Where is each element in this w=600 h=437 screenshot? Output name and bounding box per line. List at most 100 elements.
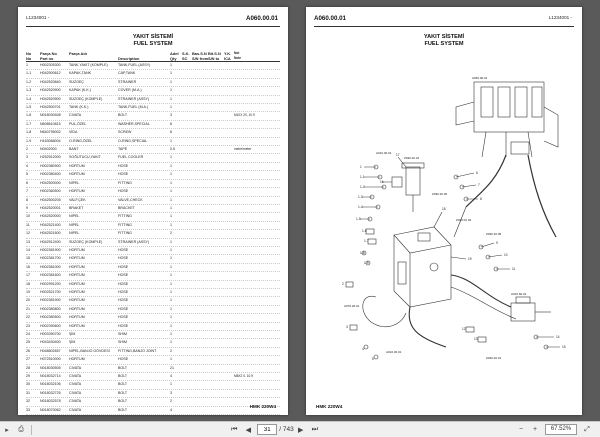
table-cell: H042521600 — [40, 231, 61, 236]
zoom-level[interactable]: 67.52% — [545, 424, 577, 435]
table-cell — [182, 96, 192, 103]
select-icon[interactable]: ▸ — [5, 426, 9, 434]
callout-label: Z030.02.03 — [456, 218, 472, 222]
table-cell: H042500612 — [40, 71, 61, 76]
table-cell: HOSE — [118, 273, 129, 278]
table-cell: H002381900 — [40, 247, 61, 252]
table-cell — [224, 339, 234, 346]
table-cell: 25 — [26, 340, 30, 345]
table-cell — [192, 138, 208, 145]
table-cell: N018032578 — [40, 399, 61, 404]
table-cell: CIVATA — [69, 365, 82, 370]
table-cell — [208, 154, 224, 161]
table-cell: H002521700 — [40, 289, 61, 294]
callout-label: A010.60.01 — [511, 292, 527, 296]
table-cell — [182, 62, 192, 69]
prev-page-icon[interactable]: ◀ — [245, 426, 251, 434]
table-cell — [182, 121, 192, 128]
table-cell: 21 — [170, 365, 174, 370]
item-number-label: 9 — [496, 241, 498, 245]
table-cell — [208, 121, 224, 128]
table-cell — [208, 281, 224, 288]
first-page-icon[interactable]: ⏮ — [231, 425, 238, 433]
zoom-in-icon[interactable]: + — [532, 426, 538, 433]
table-cell — [234, 272, 280, 279]
table-cell: 21 — [26, 306, 30, 311]
page-number-input[interactable] — [257, 424, 278, 435]
table-cell: 1 — [170, 197, 172, 202]
table-cell: 1 — [170, 79, 172, 84]
table-cell: 1 — [170, 306, 172, 311]
table-cell: 29 — [26, 374, 30, 379]
table-cell: TANK,YAKIT (KOMPLE) — [69, 63, 108, 67]
right-page: A060.00.01 L1234001 - YAKIT SİSTEMİ FUEL… — [306, 7, 582, 415]
table-cell — [224, 163, 234, 170]
table-cell: BOLT — [118, 399, 128, 404]
table-cell — [192, 247, 208, 254]
table-cell — [208, 264, 224, 271]
table-cell — [234, 356, 280, 363]
zoom-out-icon[interactable]: − — [518, 426, 524, 433]
table-cell: H002381900 — [40, 298, 61, 303]
item-number-label: 14 — [556, 335, 560, 339]
table-cell — [182, 197, 192, 204]
table-cell: H002380500 — [40, 315, 61, 320]
table-cell: SÜZGEÇ (KOMPLE) — [69, 96, 103, 101]
column-header: Description — [118, 56, 140, 61]
fit-icon[interactable]: ⤢ — [584, 425, 590, 433]
print-icon[interactable]: ⎙ — [18, 425, 24, 433]
item-number-label: 16 — [380, 180, 384, 184]
table-cell: 1 — [170, 180, 172, 185]
table-cell — [224, 205, 234, 212]
column-header: ICA — [224, 56, 231, 61]
table-cell — [182, 373, 192, 380]
strainer-drawing — [510, 296, 551, 322]
table-cell — [224, 213, 234, 220]
last-page-icon[interactable]: ⏭ — [311, 425, 318, 433]
table-cell — [182, 138, 192, 145]
next-page-icon[interactable]: ▶ — [298, 426, 304, 434]
table-cell — [192, 230, 208, 237]
table-cell: HOSE — [118, 306, 129, 311]
table-cell: ŞİM — [69, 332, 76, 336]
table-cell — [224, 104, 234, 111]
table-cell — [192, 112, 208, 119]
fuel-tank-drawing — [393, 226, 452, 308]
callout-label: A060.00.01 — [472, 76, 488, 80]
table-cell: 1 — [170, 214, 172, 219]
table-cell: 6 — [26, 180, 28, 185]
table-cell: 13 — [26, 239, 30, 244]
table-cell: 30 — [26, 382, 30, 387]
table-cell: CAP,TANK — [118, 71, 136, 76]
table-cell: 1-3 — [26, 88, 32, 93]
table-cell — [182, 398, 192, 405]
table-cell: 1-9 — [26, 138, 32, 143]
table-cell: SÜZGEÇ (KOMPLE) — [69, 239, 103, 244]
table-cell — [224, 373, 234, 380]
callout-label: A070.26.01 — [344, 304, 360, 308]
table-cell: FITTING — [118, 180, 132, 185]
table-cell: 1 — [170, 357, 172, 362]
table-cell — [234, 70, 280, 77]
item-number-label: 11 — [512, 267, 516, 271]
table-cell: H002380900 — [40, 163, 61, 168]
table-cell — [234, 339, 280, 346]
table-cell — [182, 163, 192, 170]
table-cell — [208, 239, 224, 246]
table-cell: N018032106 — [40, 382, 61, 387]
table-cell: N018030408 — [40, 113, 61, 118]
table-cell: KAPAK,TANK — [69, 71, 92, 76]
table-cell: 17 — [26, 273, 30, 278]
callout-label: A010.30.01 — [376, 151, 392, 155]
